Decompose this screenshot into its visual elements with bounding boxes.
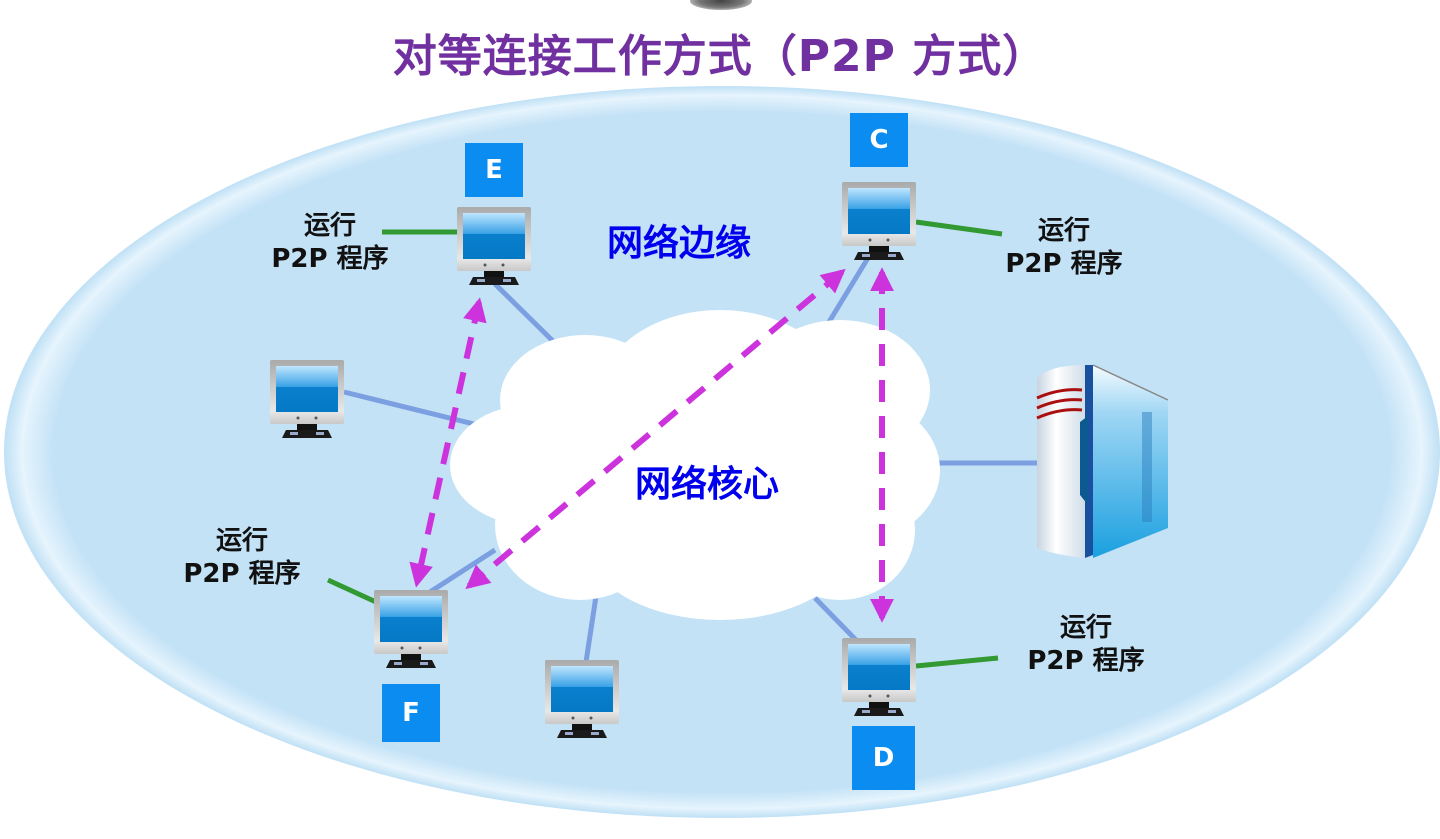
- node-badge-D: D: [852, 726, 915, 790]
- node-badge-F: F: [382, 684, 440, 742]
- node-badge-C: C: [850, 113, 908, 167]
- p2p-label-E: 运行 P2P 程序: [260, 210, 400, 276]
- p2p-label-line2: P2P 程序: [1005, 249, 1123, 279]
- program-line-F: [326, 577, 378, 605]
- diagram-title: 对等连接工作方式（P2P 方式）: [392, 31, 1048, 82]
- network-core-label: 网络核心: [635, 464, 780, 505]
- p2p-label-line1: 运行: [215, 526, 268, 556]
- p2p-arrow-C-F: [465, 268, 846, 590]
- p2p-label-line1: 运行: [1037, 216, 1090, 246]
- link-D: [813, 596, 858, 642]
- p2p-label-line1: 运行: [303, 211, 356, 241]
- p2p-label-F: 运行 P2P 程序: [172, 525, 312, 591]
- program-line-D: [915, 655, 999, 669]
- p2p-label-C: 运行 P2P 程序: [994, 215, 1134, 281]
- server-icon: [1036, 364, 1169, 558]
- network-edge-label: 网络边缘: [607, 223, 752, 264]
- program-line-C: [915, 219, 1003, 237]
- p2p-label-line1: 运行: [1059, 613, 1112, 643]
- p2p-label-line2: P2P 程序: [183, 559, 301, 589]
- node-badge-E: E: [465, 143, 523, 197]
- p2p-label-line2: P2P 程序: [271, 244, 389, 274]
- p2p-label-D: 运行 P2P 程序: [1016, 612, 1156, 678]
- p2p-label-line2: P2P 程序: [1027, 646, 1145, 676]
- decorative-blob: [690, 0, 752, 10]
